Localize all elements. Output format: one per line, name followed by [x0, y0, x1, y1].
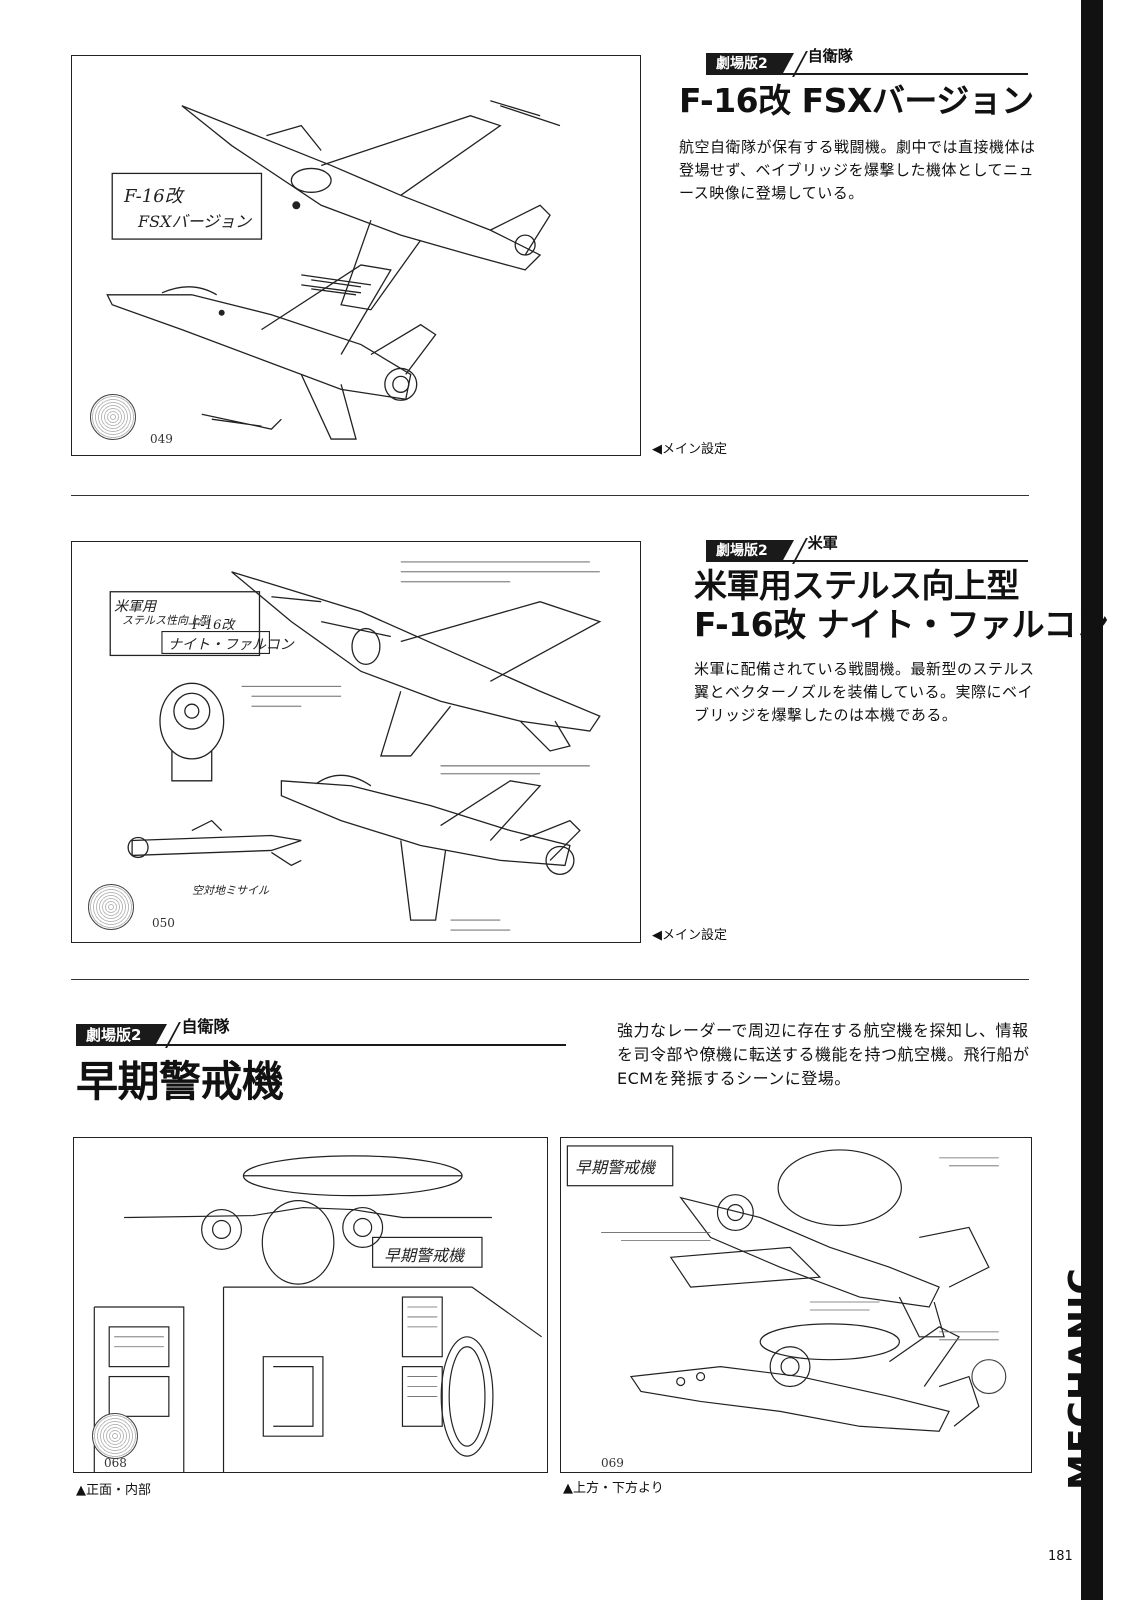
- aew-top-bottom-sketch: [566, 1145, 1007, 1432]
- tag-rule: [76, 1044, 566, 1046]
- handwritten-label-night-falcon: ナイト・ファルコン: [168, 637, 294, 653]
- illustration-f16-fsx: F-16改 FSXバージョン 049: [71, 55, 641, 456]
- section-divider: [71, 495, 1029, 496]
- tag-rule: [706, 73, 1028, 75]
- image-caption: ◀メイン設定: [652, 928, 727, 943]
- section-title-line2: F-16改 ナイト・ファルコン: [694, 605, 1109, 644]
- tag-rule: [706, 560, 1028, 562]
- tag-label: 劇場版2: [76, 1024, 168, 1046]
- tag-label: 劇場版2: [706, 540, 794, 562]
- character-stamp: [90, 394, 136, 440]
- illustration-aew-front-interior: 早期警戒機 068: [73, 1137, 548, 1473]
- handwritten-label-f16: F-16改: [124, 186, 183, 207]
- character-stamp: [88, 884, 134, 930]
- section-description: 航空自衛隊が保有する戦闘機。劇中では直接機体は登場せず、ベイブリッジを爆撃した機…: [679, 138, 1036, 202]
- tag-category: 自衛隊: [807, 47, 853, 65]
- section-title: F-16改 FSXバージョン: [679, 81, 1034, 120]
- tag-label: 劇場版2: [706, 53, 794, 75]
- illustration-night-falcon: 米軍用 ステルス性向上型 F-16改 ナイト・ファルコン 空対地ミサイル 050: [71, 541, 641, 943]
- image-caption-left: ▲正面・内部: [76, 1483, 151, 1498]
- image-number: 049: [150, 432, 173, 446]
- handwritten-label-f16kai: F-16改: [192, 618, 235, 633]
- tag-slash: [796, 540, 806, 562]
- section-description: 強力なレーダーで周辺に存在する航空機を探知し、情報を司令部や僚機に転送する機能を…: [617, 1021, 1030, 1088]
- f16-fsx-sketch: [106, 100, 561, 440]
- handwritten-label-stealth: ステルス性向上型: [122, 614, 210, 627]
- section-tag: 劇場版2 自衛隊: [706, 47, 1028, 75]
- character-stamp: [92, 1413, 138, 1459]
- section-title-line1: 米軍用ステルス向上型: [694, 566, 1020, 605]
- section-tag: 劇場版2 米軍: [706, 534, 1028, 562]
- section-title: 早期警戒機: [76, 1057, 284, 1106]
- image-caption: ◀メイン設定: [652, 442, 727, 457]
- tag-slash: [796, 53, 806, 75]
- section-description: 米軍に配備されている戦闘機。最新型のステルス翼とベクターノズルを装備している。実…: [694, 660, 1035, 724]
- illustration-aew-top-bottom: 早期警戒機 069: [560, 1137, 1032, 1473]
- tag-category: 自衛隊: [181, 1017, 230, 1036]
- handwritten-label-missile: 空対地ミサイル: [192, 884, 269, 897]
- image-number: 050: [152, 916, 175, 930]
- image-number: 069: [601, 1456, 624, 1470]
- image-number: 068: [104, 1456, 127, 1470]
- image-caption-right: ▲上方・下方より: [563, 1481, 664, 1496]
- tag-category: 米軍: [807, 534, 838, 552]
- sidebar-label: MECHANIC: [1062, 1267, 1103, 1490]
- handwritten-label-aew-right: 早期警戒機: [575, 1158, 656, 1177]
- sidebar-bar: [1081, 0, 1103, 1600]
- handwritten-label-fsx: FSXバージョン: [138, 212, 252, 231]
- aew-front-interior-sketch: [93, 1155, 542, 1472]
- handwritten-label-usmil: 米軍用: [114, 599, 156, 615]
- tag-slash: [169, 1024, 179, 1046]
- night-falcon-sketch: [109, 561, 602, 931]
- section-tag: 劇場版2 自衛隊: [76, 1017, 566, 1046]
- page-number: 181: [1048, 1549, 1073, 1564]
- handwritten-label-aew-left: 早期警戒機: [384, 1246, 465, 1265]
- section-divider: [71, 979, 1029, 980]
